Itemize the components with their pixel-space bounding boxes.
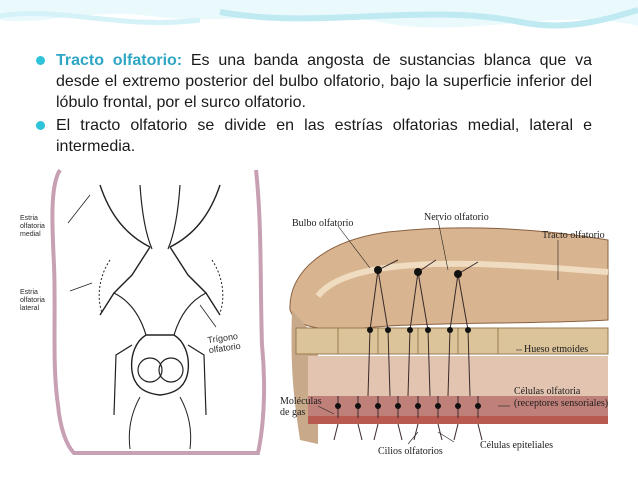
label-hueso-etmoides: Hueso etmoides <box>524 344 589 355</box>
label-nervio-olfatorio: Nervio olfatorio <box>424 212 489 223</box>
bullet-item: Tracto olfatorio: Es una banda angosta d… <box>32 50 592 113</box>
bullet-lead: Tracto olfatorio: <box>56 52 183 69</box>
label-estria-lateral: Estria olfatoria lateral <box>20 289 45 312</box>
bullet-dot-icon <box>36 121 45 130</box>
label-estria-medial: Estria olfatoria medial <box>20 215 45 238</box>
trigone-drawing <box>50 168 267 455</box>
label-moleculas-gas: Moléculas de gas <box>280 396 322 418</box>
bullet-dot-icon <box>36 56 45 65</box>
header-wave-decoration <box>0 0 638 29</box>
label-celulas-epiteliales: Células epiteliales <box>480 440 554 451</box>
olfactory-trigone-figure: Estria olfatoria medial Estria olfatoria… <box>20 165 272 457</box>
olfactory-bulb-figure: Bulbo olfatorio Nervio olfatorio Tracto … <box>278 200 618 462</box>
label-bulbo-olfatorio: Bulbo olfatorio <box>292 218 354 229</box>
bullet-list: Tracto olfatorio: Es una banda angosta d… <box>32 50 592 159</box>
bullet-text: Es una banda angosta de sustancias blanc… <box>56 52 592 111</box>
bullet-text: El tracto olfatorio se divide en las est… <box>56 117 592 155</box>
label-celulas-olfatoria: Células olfatoria <box>514 386 581 397</box>
label-receptores: (receptores sensoriales) <box>514 398 609 409</box>
bullet-item: El tracto olfatorio se divide en las est… <box>32 115 592 157</box>
label-tracto-olfatorio: Tracto olfatorio <box>542 230 605 241</box>
label-cilios-olfatorios: Cilios olfatorios <box>378 446 443 457</box>
bulb-drawing <box>289 219 609 445</box>
